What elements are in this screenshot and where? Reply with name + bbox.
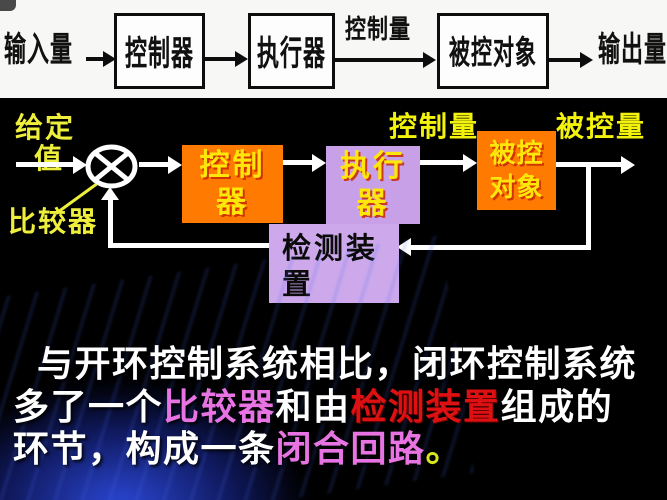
feedback-line xyxy=(108,199,113,248)
control-signal-label: 控制量 xyxy=(389,110,480,143)
arrow-right-icon xyxy=(103,51,116,67)
open-loop-block-plant: 被控对象 xyxy=(437,13,549,89)
flow-line xyxy=(86,57,108,61)
feedback-line xyxy=(586,164,591,250)
flow-line xyxy=(16,162,74,167)
open-loop-signal-label: 控制量 xyxy=(345,14,411,45)
closed-loop-block-sensor: 检测装 置 xyxy=(269,224,399,303)
arrow-right-icon xyxy=(235,51,248,67)
flow-line xyxy=(548,58,582,62)
comparator-symbol-icon xyxy=(85,144,138,189)
caption-sensor-term: 检测装置 xyxy=(350,387,501,428)
setpoint-label-line1: 给定 xyxy=(15,111,76,144)
closed-loop-block-plant: 被控 对象 xyxy=(477,131,556,210)
flow-line xyxy=(333,58,425,62)
caption-comparator-term: 比较器 xyxy=(163,387,276,428)
arrow-left-icon xyxy=(397,238,411,256)
closed-loop-block-actuator: 执行 器 xyxy=(326,146,420,224)
arrow-right-icon xyxy=(621,156,635,174)
corner-smudge xyxy=(0,0,16,11)
flow-line xyxy=(204,57,237,61)
blue-glow-background xyxy=(0,340,370,500)
flow-line xyxy=(139,162,169,167)
arrow-right-icon xyxy=(580,52,593,68)
setpoint-label-line2: 值 xyxy=(34,142,65,175)
closed-loop-block-controller: 控制 器 xyxy=(182,145,283,223)
arrow-right-icon xyxy=(168,156,182,174)
arrow-up-icon xyxy=(101,187,119,200)
open-loop-block-controller: 控制器 xyxy=(114,13,205,89)
controlled-signal-label: 被控量 xyxy=(556,110,647,143)
caption-line-1: 与开环控制系统相比，闭环控制系统 xyxy=(37,344,638,385)
open-loop-diagram: 输入量 控制器 执行器 控制量 被控对象 输出量 xyxy=(0,0,667,98)
caption-line-3: 环节，构成一条闭合回路。 xyxy=(13,429,464,470)
caption-line-2: 多了一个比较器和由检测装置组成的 xyxy=(13,387,614,428)
open-loop-input-label: 输入量 xyxy=(4,31,74,71)
arrow-right-icon xyxy=(73,156,87,174)
open-loop-output-label: 输出量 xyxy=(598,31,667,71)
arrow-right-icon xyxy=(423,52,436,68)
comparator-label: 比较器 xyxy=(8,205,99,238)
flow-line xyxy=(420,160,464,165)
caption-period: 。 xyxy=(425,429,464,470)
open-loop-block-actuator: 执行器 xyxy=(248,13,335,89)
arrow-right-icon xyxy=(463,154,477,172)
feedback-line xyxy=(110,243,269,248)
caption-loop-term: 闭合回路 xyxy=(275,429,426,470)
flow-line xyxy=(283,160,313,165)
feedback-line xyxy=(410,245,591,250)
arrow-right-icon xyxy=(312,154,326,172)
